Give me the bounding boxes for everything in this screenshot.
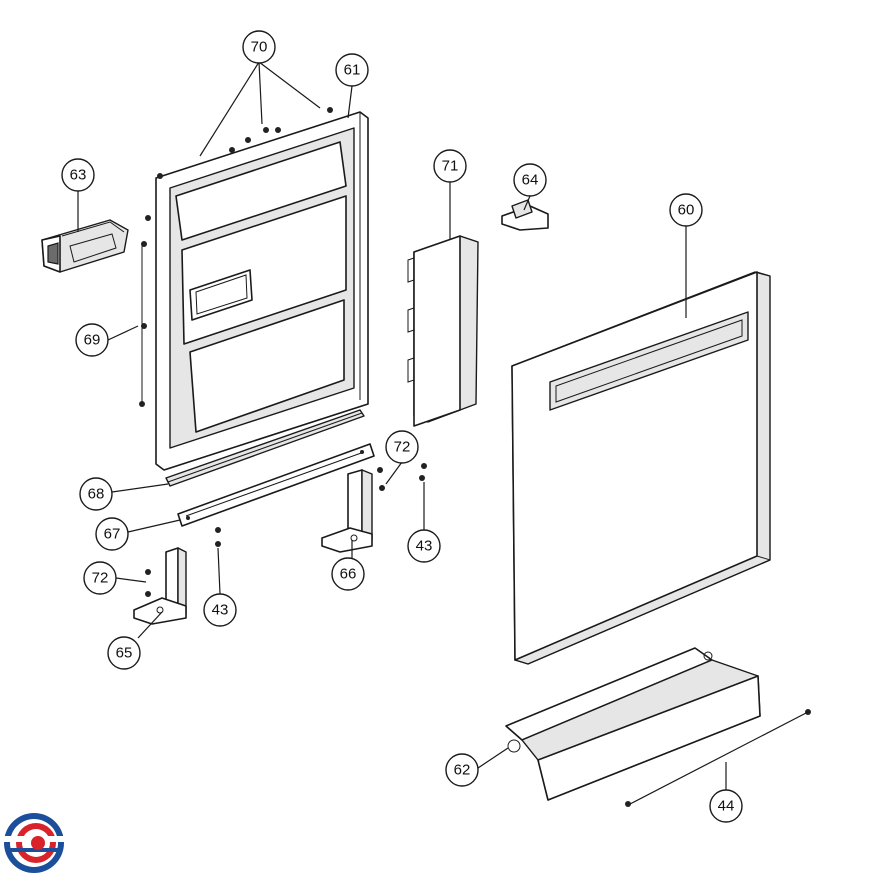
inner-door-liner	[155, 111, 369, 471]
screws	[139, 107, 811, 807]
lower-trim-strip	[177, 443, 375, 527]
callout-label: 71	[442, 158, 459, 175]
right-door-hinge	[321, 469, 373, 553]
brand-logo	[4, 813, 64, 873]
callout-label: 62	[454, 762, 471, 779]
callout-70: 70	[242, 30, 276, 64]
callout-label: 44	[718, 798, 735, 815]
callout-72-left: 72	[83, 561, 117, 595]
callout-label: 70	[251, 39, 268, 56]
callout-43-right: 43	[407, 529, 441, 563]
callout-label: 43	[212, 602, 229, 619]
callout-label: 72	[92, 570, 109, 587]
door-insulation-panel	[407, 235, 479, 427]
leader-lines	[77, 61, 809, 805]
callout-67: 67	[95, 517, 129, 551]
callout-72-right: 72	[385, 430, 419, 464]
callout-60: 60	[669, 193, 703, 227]
door-latch-assembly	[41, 219, 129, 273]
left-door-hinge	[133, 547, 187, 625]
callout-label: 60	[678, 202, 695, 219]
callout-label: 61	[344, 62, 361, 79]
callout-label: 72	[394, 439, 411, 456]
kick-plate	[505, 647, 761, 801]
callout-44: 44	[709, 789, 743, 823]
callout-label: 66	[340, 566, 357, 583]
callout-label: 63	[70, 167, 87, 184]
callout-69: 69	[75, 323, 109, 357]
callout-label: 68	[88, 486, 105, 503]
outer-door-panel	[511, 271, 771, 665]
callout-label: 65	[116, 645, 133, 662]
callout-label: 64	[522, 172, 539, 189]
callout-63: 63	[61, 158, 95, 192]
callout-label: 69	[84, 332, 101, 349]
callout-66: 66	[331, 557, 365, 591]
callout-68: 68	[79, 477, 113, 511]
callout-62: 62	[445, 753, 479, 787]
small-bracket	[501, 199, 549, 231]
callout-61: 61	[335, 53, 369, 87]
callout-43-left: 43	[203, 593, 237, 627]
callout-64: 64	[513, 163, 547, 197]
callout-label: 43	[416, 538, 433, 555]
callout-71: 71	[433, 149, 467, 183]
callout-65: 65	[107, 636, 141, 670]
door-gasket-strip	[165, 409, 365, 487]
callout-label: 67	[104, 526, 121, 543]
